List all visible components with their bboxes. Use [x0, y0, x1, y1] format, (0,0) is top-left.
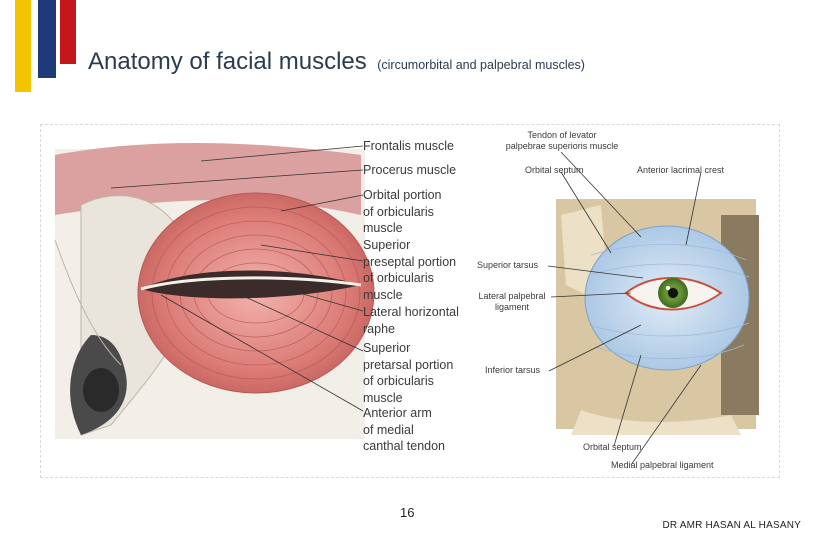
author-credit: DR AMR HASAN AL HASANY	[662, 520, 801, 531]
title-main: Anatomy of facial muscles	[88, 48, 367, 75]
page-number: 16	[400, 505, 415, 520]
label-inferior-tarsus: Inferior tarsus	[485, 365, 541, 375]
anatomy-illustration	[54, 143, 759, 466]
label-orbital-septum-bottom: Orbital septum	[583, 442, 642, 452]
facial-muscle-drawing	[54, 143, 375, 439]
accent-bar-yellow	[15, 0, 31, 92]
right-leader-lines	[547, 151, 702, 466]
title-subtitle: (circumorbital and palpebral muscles)	[377, 58, 585, 72]
anatomy-figure: Frontalis muscle Procerus muscle Orbital…	[40, 124, 780, 478]
label-medial-palpebral-ligament: Medial palpebral ligament	[611, 460, 714, 470]
label-superior-tarsus: Superior tarsus	[477, 260, 539, 270]
left-leader-lines	[110, 145, 364, 412]
label-anterior-lacrimal-crest: Anterior lacrimal crest	[637, 165, 725, 175]
orbital-drawing	[556, 199, 759, 435]
accent-bar-red	[60, 0, 76, 64]
slide-title: Anatomy of facial muscles (circumorbital…	[88, 48, 585, 76]
accent-bar-navy	[38, 0, 56, 78]
label-frontalis-muscle: Frontalis muscle	[363, 139, 454, 153]
label-procerus-muscle: Procerus muscle	[363, 163, 457, 177]
label-orbital-septum-top: Orbital septum	[525, 165, 584, 175]
